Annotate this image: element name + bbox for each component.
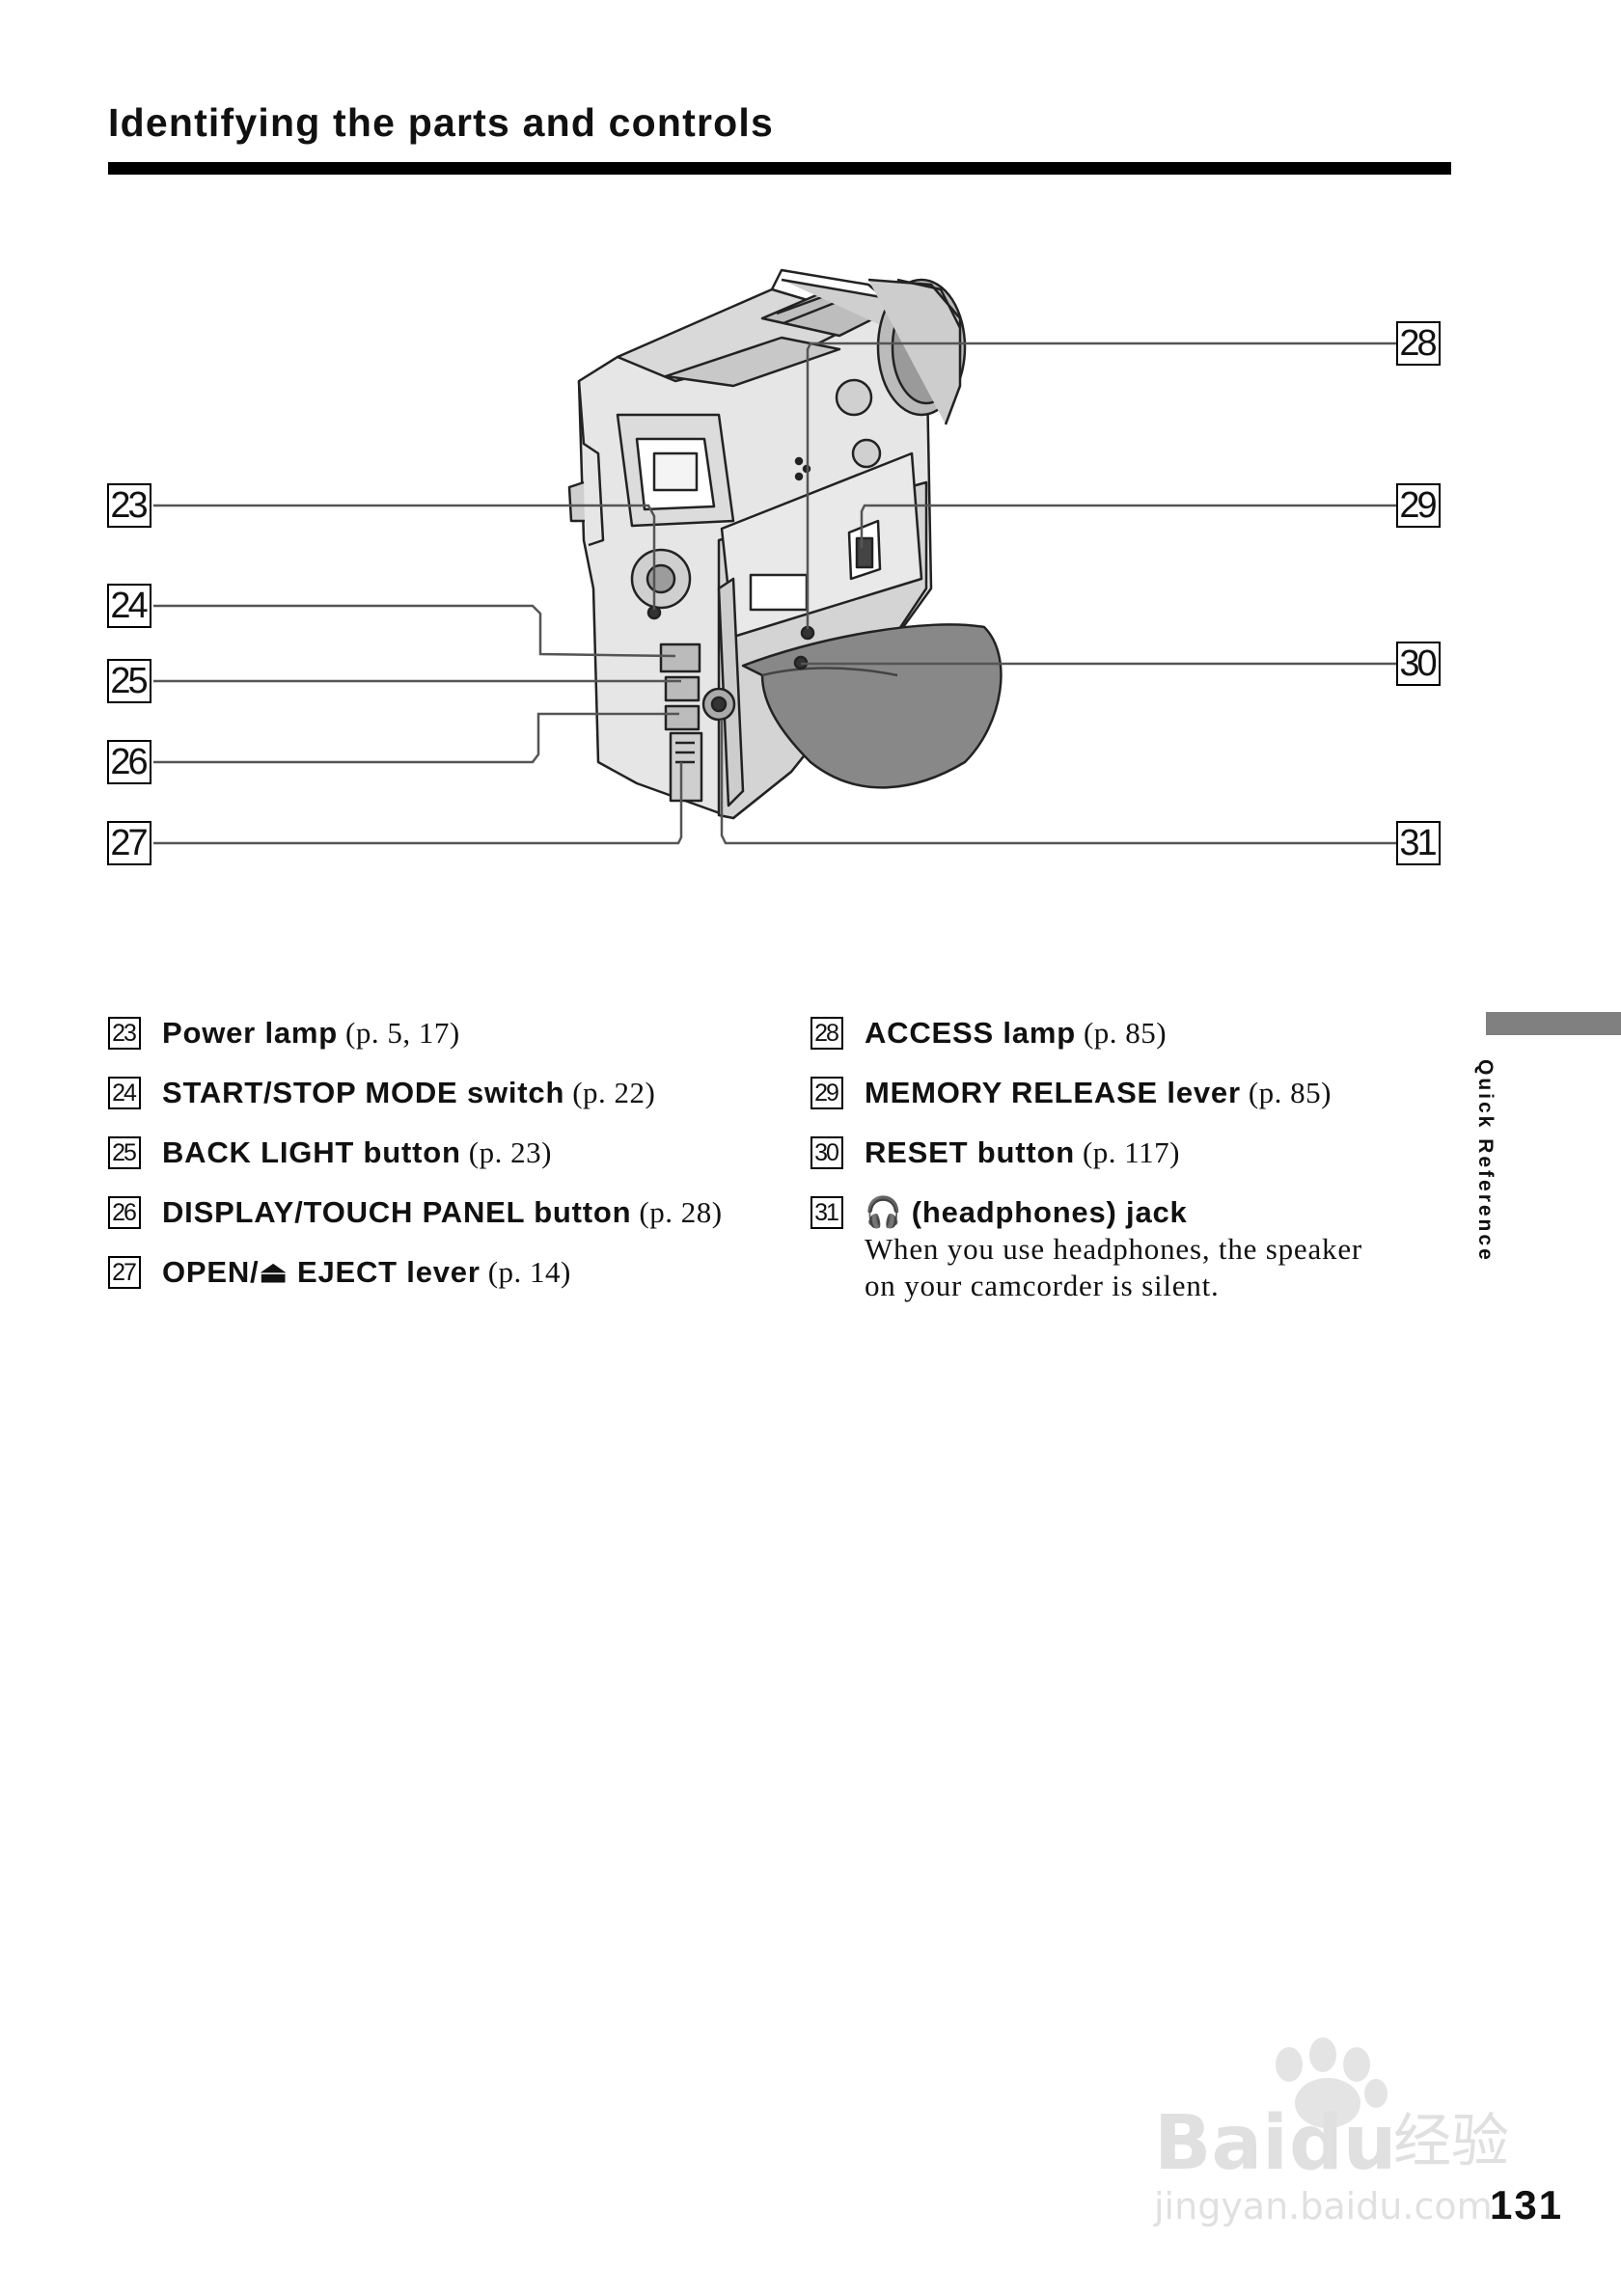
item-label: DISPLAY/TOUCH PANEL button bbox=[162, 1195, 632, 1229]
item-page-ref: (p. 117) bbox=[1082, 1135, 1180, 1169]
section-tab-marker bbox=[1486, 1012, 1621, 1035]
list-item: 25 BACK LIGHT button(p. 23) bbox=[108, 1134, 783, 1171]
camcorder-drawing bbox=[567, 268, 1003, 820]
page-title: Identifying the parts and controls bbox=[108, 100, 775, 145]
item-label: OPEN/⏏ EJECT lever bbox=[162, 1255, 481, 1289]
item-number: 30 bbox=[810, 1136, 843, 1169]
leader-lines bbox=[153, 342, 1397, 845]
item-page-ref: (p. 23) bbox=[468, 1135, 552, 1169]
item-page-ref: (p. 14) bbox=[487, 1255, 571, 1289]
item-label: BACK LIGHT button bbox=[162, 1135, 461, 1169]
item-number: 29 bbox=[810, 1077, 843, 1109]
item-page-ref: (p. 85) bbox=[1083, 1016, 1168, 1050]
callout-31: 31 bbox=[1396, 821, 1441, 865]
section-label: Quick Reference bbox=[1474, 1059, 1497, 1263]
list-item: 31 🎧 (headphones) jack When you use head… bbox=[810, 1194, 1467, 1304]
item-page-ref: (p. 28) bbox=[639, 1195, 723, 1229]
leader-26 bbox=[153, 712, 679, 764]
list-item: 29 MEMORY RELEASE lever(p. 85) bbox=[810, 1075, 1467, 1111]
leader-24 bbox=[153, 604, 676, 658]
callout-23: 23 bbox=[107, 483, 151, 528]
callout-24: 24 bbox=[107, 584, 151, 628]
item-label: Power lamp bbox=[162, 1016, 338, 1050]
item-number: 26 bbox=[108, 1196, 141, 1229]
list-item: 30 RESET button(p. 117) bbox=[810, 1134, 1467, 1171]
item-page-ref: (p. 22) bbox=[572, 1076, 656, 1109]
item-number: 25 bbox=[108, 1136, 141, 1169]
item-page-ref: (p. 5, 17) bbox=[345, 1016, 460, 1050]
title-rule bbox=[108, 162, 1451, 175]
item-number: 24 bbox=[108, 1077, 141, 1109]
camcorder-diagram bbox=[153, 268, 1397, 845]
item-label: 🎧 (headphones) jack bbox=[865, 1195, 1188, 1229]
callout-26: 26 bbox=[107, 740, 151, 784]
callout-25: 25 bbox=[107, 659, 151, 703]
item-label: START/STOP MODE switch bbox=[162, 1076, 565, 1109]
list-item: 24 START/STOP MODE switch(p. 22) bbox=[108, 1075, 783, 1111]
item-number: 31 bbox=[810, 1196, 843, 1229]
callout-28: 28 bbox=[1396, 321, 1441, 366]
item-label: RESET button bbox=[865, 1135, 1075, 1169]
watermark-brand: Bai bbox=[1154, 2100, 1288, 2187]
callout-29: 29 bbox=[1396, 483, 1441, 528]
leader-31 bbox=[720, 720, 1397, 845]
paw-icon bbox=[1276, 2037, 1387, 2128]
leader-28 bbox=[806, 342, 1397, 629]
baidu-watermark: Bai du 经验 jingyan.baidu.com bbox=[1153, 2037, 1509, 2228]
item-label: MEMORY RELEASE lever bbox=[865, 1076, 1241, 1109]
leader-29 bbox=[860, 504, 1397, 548]
watermark-brand-suffix: du bbox=[1289, 2100, 1396, 2187]
watermark-cn: 经验 bbox=[1393, 2108, 1509, 2175]
leader-27 bbox=[153, 762, 683, 845]
watermark-url: jingyan.baidu.com bbox=[1153, 2185, 1493, 2228]
item-number: 23 bbox=[108, 1017, 141, 1050]
leader-23 bbox=[153, 504, 656, 610]
callout-27: 27 bbox=[107, 821, 151, 865]
list-item: 27 OPEN/⏏ EJECT lever(p. 14) bbox=[108, 1254, 783, 1291]
parts-list-left: 23 Power lamp(p. 5, 17) 24 START/STOP MO… bbox=[108, 1015, 783, 1314]
item-label: ACCESS lamp bbox=[865, 1016, 1076, 1050]
item-note: When you use headphones, the speaker bbox=[865, 1232, 1363, 1266]
list-item: 26 DISPLAY/TOUCH PANEL button(p. 28) bbox=[108, 1194, 783, 1231]
item-note: on your camcorder is silent. bbox=[865, 1269, 1220, 1302]
page-number: 131 bbox=[1490, 2182, 1564, 2228]
list-item: 23 Power lamp(p. 5, 17) bbox=[108, 1015, 783, 1052]
item-number: 27 bbox=[108, 1256, 141, 1289]
callout-30: 30 bbox=[1396, 642, 1441, 686]
parts-list-right: 28 ACCESS lamp(p. 85) 29 MEMORY RELEASE … bbox=[810, 1015, 1467, 1327]
list-item: 28 ACCESS lamp(p. 85) bbox=[810, 1015, 1467, 1052]
item-page-ref: (p. 85) bbox=[1248, 1076, 1332, 1109]
item-number: 28 bbox=[810, 1017, 843, 1050]
